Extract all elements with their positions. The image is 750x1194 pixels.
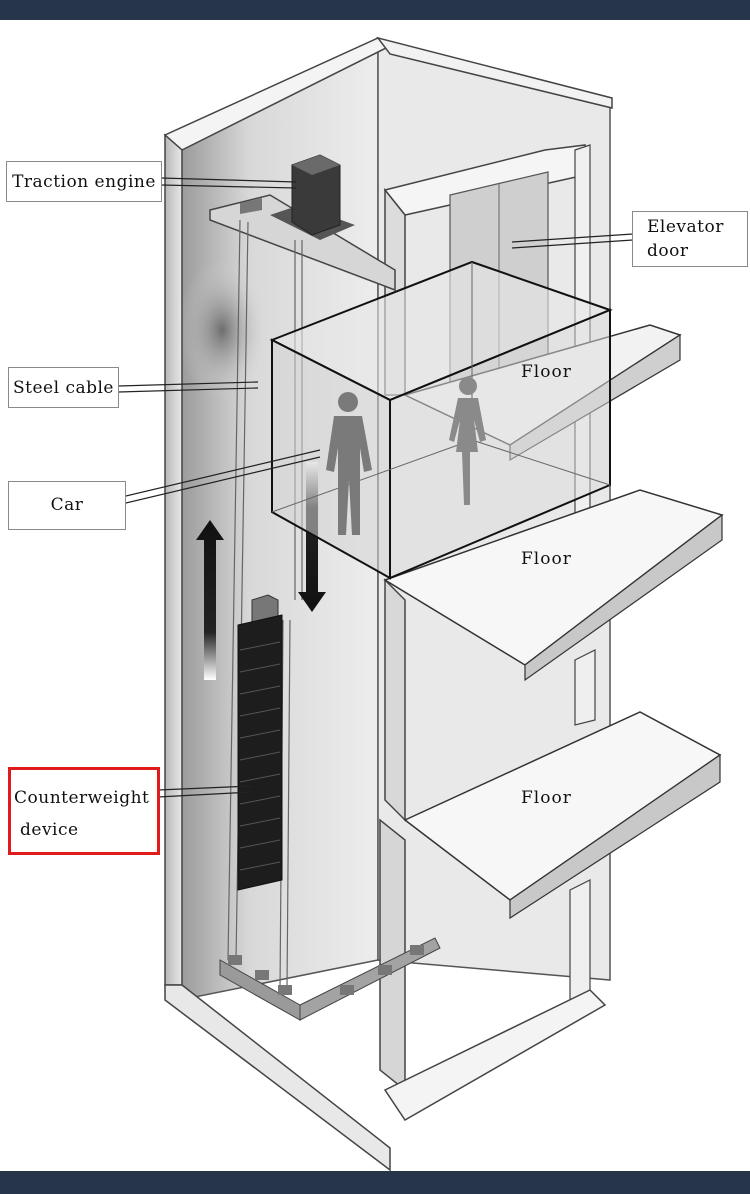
car-label: Car bbox=[8, 481, 126, 530]
bottom-frame-bar bbox=[0, 1171, 750, 1194]
person-woman-silhouette bbox=[449, 377, 486, 505]
top-frame-bar bbox=[0, 0, 750, 20]
floor-label-lower: Floor bbox=[521, 788, 572, 808]
elevator-illustration bbox=[117, 36, 724, 1171]
elevator-door-text-line1: Elevator bbox=[647, 217, 724, 237]
shaft-top-rim bbox=[376, 36, 613, 109]
counterweight-device-label: Counterweight device bbox=[8, 767, 160, 855]
traction-engine-text: Traction engine bbox=[12, 172, 156, 192]
traction-engine-label: Traction engine bbox=[6, 161, 162, 202]
elevator-door-text-line2: door bbox=[647, 241, 689, 261]
elevator-door-label: Elevator door bbox=[632, 211, 748, 267]
counterweight-text-line2: device bbox=[20, 820, 79, 840]
steel-cable-text: Steel cable bbox=[13, 378, 114, 398]
car-text: Car bbox=[50, 495, 84, 515]
pit-buffers bbox=[219, 937, 441, 1021]
leader-lines bbox=[117, 177, 634, 798]
shaft-left-pillar bbox=[163, 37, 392, 1171]
floor-label-middle: Floor bbox=[521, 549, 572, 569]
counterweight bbox=[237, 594, 283, 891]
floor-label-upper: Floor bbox=[521, 362, 572, 382]
counterweight-text-line1: Counterweight bbox=[14, 788, 150, 808]
person-man-silhouette bbox=[326, 392, 372, 535]
motion-arrows bbox=[196, 462, 326, 680]
steel-cable-label: Steel cable bbox=[8, 367, 119, 408]
